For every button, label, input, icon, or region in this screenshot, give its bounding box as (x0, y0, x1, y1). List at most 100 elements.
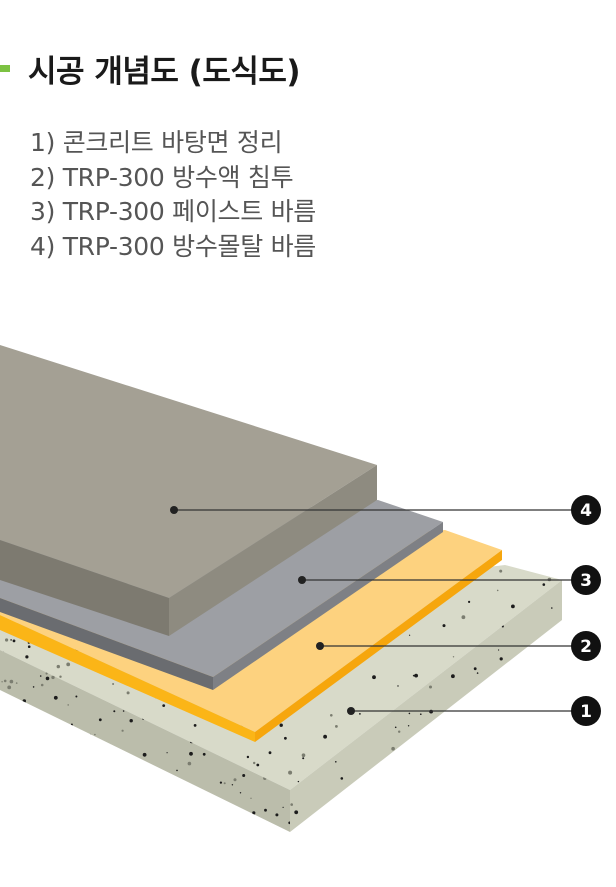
concrete-speckle (551, 607, 553, 609)
concrete-speckle (392, 785, 394, 787)
concrete-speckle (8, 745, 12, 749)
concrete-speckle (552, 561, 553, 562)
concrete-speckle (67, 704, 69, 706)
concrete-speckle (42, 811, 45, 813)
concrete-speckle (435, 827, 438, 829)
concrete-speckle (43, 808, 46, 811)
concrete-speckle (45, 676, 50, 681)
concrete-speckle (358, 804, 362, 808)
callout-badge-4: 4 (571, 495, 601, 525)
concrete-speckle (401, 763, 405, 767)
concrete-speckle (3, 679, 7, 683)
step-item-4: 4) TRP-300 방수몰탈 바름 (30, 231, 317, 261)
concrete-speckle (437, 784, 440, 787)
concrete-speckle (415, 777, 418, 780)
concrete-speckle (536, 559, 538, 561)
concrete-speckle (442, 624, 446, 628)
concrete-speckle (424, 816, 428, 820)
concrete-speckle (529, 744, 534, 749)
concrete-speckle (461, 615, 466, 620)
concrete-speckle (328, 813, 330, 816)
concrete-speckle (284, 736, 287, 740)
concrete-speckle (147, 793, 150, 795)
concrete-speckle (59, 778, 62, 781)
concrete-speckle (75, 695, 78, 698)
concrete-speckle (26, 826, 30, 830)
concrete-speckle (452, 656, 455, 658)
concrete-speckle (40, 683, 44, 687)
callout-badge-3: 3 (571, 565, 601, 595)
concrete-speckle (70, 729, 74, 733)
concrete-speckle (560, 757, 562, 761)
concrete-speckle (45, 819, 50, 823)
mortar-front-face (0, 540, 169, 636)
concrete-speckle (545, 703, 549, 707)
concrete-speckle (551, 790, 553, 792)
concrete-speckle (485, 767, 488, 770)
concrete-speckle (20, 789, 24, 793)
concrete-speckle (520, 653, 525, 657)
concrete-speckle (256, 763, 260, 767)
concrete-speckle (144, 771, 147, 774)
concrete-speckle (53, 768, 56, 770)
concrete-speckle (330, 714, 333, 717)
concrete-speckle (5, 801, 8, 804)
concrete-speckle (558, 658, 562, 663)
concrete-speckle (475, 741, 479, 744)
concrete-speckle (553, 668, 555, 670)
concrete-speckle (408, 712, 411, 715)
concrete-speckle (233, 778, 237, 782)
concrete-speckle (466, 789, 470, 790)
concrete-speckle (112, 778, 115, 782)
concrete-speckle (68, 744, 73, 749)
concrete-speckle (239, 815, 241, 818)
concrete-speckle (508, 725, 512, 729)
concrete-speckle (456, 725, 459, 728)
concrete-speckle (468, 700, 470, 702)
concrete-speckle (113, 710, 116, 713)
concrete-speckle (121, 729, 124, 732)
concrete-speckle (95, 790, 97, 792)
concrete-speckle (25, 655, 29, 659)
concrete-speckle (94, 733, 96, 736)
mortar-layer (0, 345, 377, 636)
concrete-speckle (491, 752, 494, 755)
concrete-speckle (279, 723, 283, 727)
concrete-speckle (439, 732, 443, 735)
concrete-speckle (180, 831, 185, 832)
page-title: 시공 개념도 (도식도) (28, 53, 301, 90)
mortar-side-face (169, 465, 377, 636)
concrete-speckle (74, 728, 78, 732)
callout-badge-2: 2 (571, 631, 601, 661)
concrete-speckle (53, 695, 58, 700)
title-row: 시공 개념도 (도식도) (0, 46, 301, 90)
concrete-speckle (191, 793, 196, 798)
concrete-speckle (484, 738, 488, 742)
concrete-speckle (522, 760, 526, 764)
concrete-speckle (57, 792, 59, 795)
concrete-speckle (549, 779, 552, 783)
concrete-speckle (282, 806, 284, 809)
leader-dot-3 (298, 576, 306, 584)
concrete-speckle (488, 759, 492, 763)
concrete-speckle (396, 752, 401, 757)
concrete-speckle (34, 818, 39, 822)
concrete-speckle (454, 805, 457, 807)
concrete-speckle (146, 788, 149, 791)
concrete-speckle (407, 827, 411, 831)
concrete-speckle (483, 820, 487, 824)
concrete-speckle (407, 725, 410, 727)
concrete-speckle (144, 807, 149, 811)
concrete-speckle (400, 810, 403, 812)
concrete-speckle (486, 685, 489, 688)
concrete-speckle (112, 683, 115, 685)
concrete-speckle (372, 675, 376, 680)
concrete-speckle (219, 781, 222, 784)
concrete-speckle (496, 589, 499, 592)
concrete-speckle (486, 692, 489, 695)
concrete-speckle (552, 794, 555, 796)
leader-lines (174, 509, 572, 712)
leader-dot-4 (170, 506, 178, 514)
concrete-speckle (480, 716, 484, 720)
concrete-speckle (549, 657, 552, 660)
